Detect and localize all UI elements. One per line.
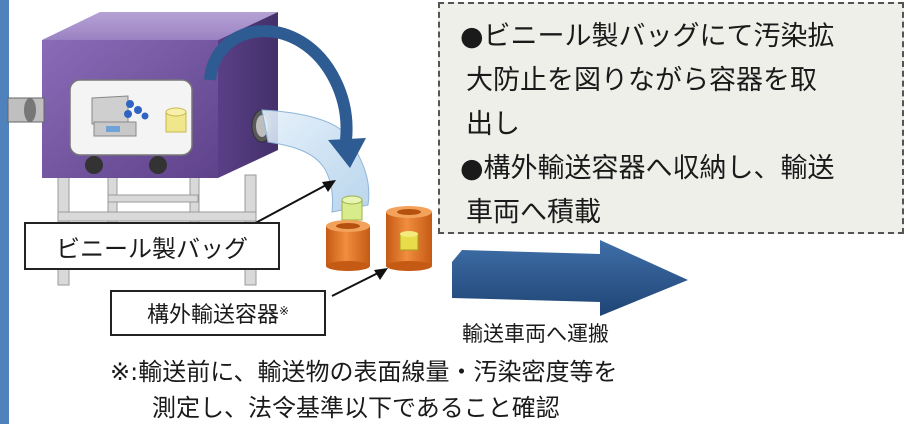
- curved-arrow: [204, 25, 353, 141]
- footnote-line-1: ※:輸送前に、輸送物の表面線量・汚染密度等を: [110, 358, 618, 386]
- container-label-text: 構外輸送容器: [146, 303, 279, 328]
- note-line-4: ●構外輸送容器へ収納し、輸送: [460, 153, 835, 184]
- note-line-1: ●ビニール製バッグにて汚染拡: [460, 21, 835, 52]
- transport-arrow: [452, 240, 688, 316]
- container-label-mark: ※: [278, 304, 290, 318]
- footnote-line-2: 測定し、法令基準以下であること確認: [152, 394, 560, 422]
- process-note-box: ●ビニール製バッグにて汚染拡 大防止を図りながら容器を取 出し ●構外輸送容器へ…: [438, 2, 904, 234]
- transport-label: 輸送車両へ運搬: [462, 322, 609, 346]
- note-line-3: 出し: [466, 109, 520, 140]
- transport-containers: [326, 206, 432, 271]
- note-line-5: 車両へ積載: [466, 197, 601, 228]
- glovebox: [7, 12, 278, 178]
- vinyl-bag-label: ビニール製バッグ: [24, 222, 280, 270]
- note-line-2: 大防止を図りながら容器を取: [466, 65, 817, 96]
- container-label: 構外輸送容器※: [110, 290, 326, 336]
- left-accent-bar: [0, 0, 9, 424]
